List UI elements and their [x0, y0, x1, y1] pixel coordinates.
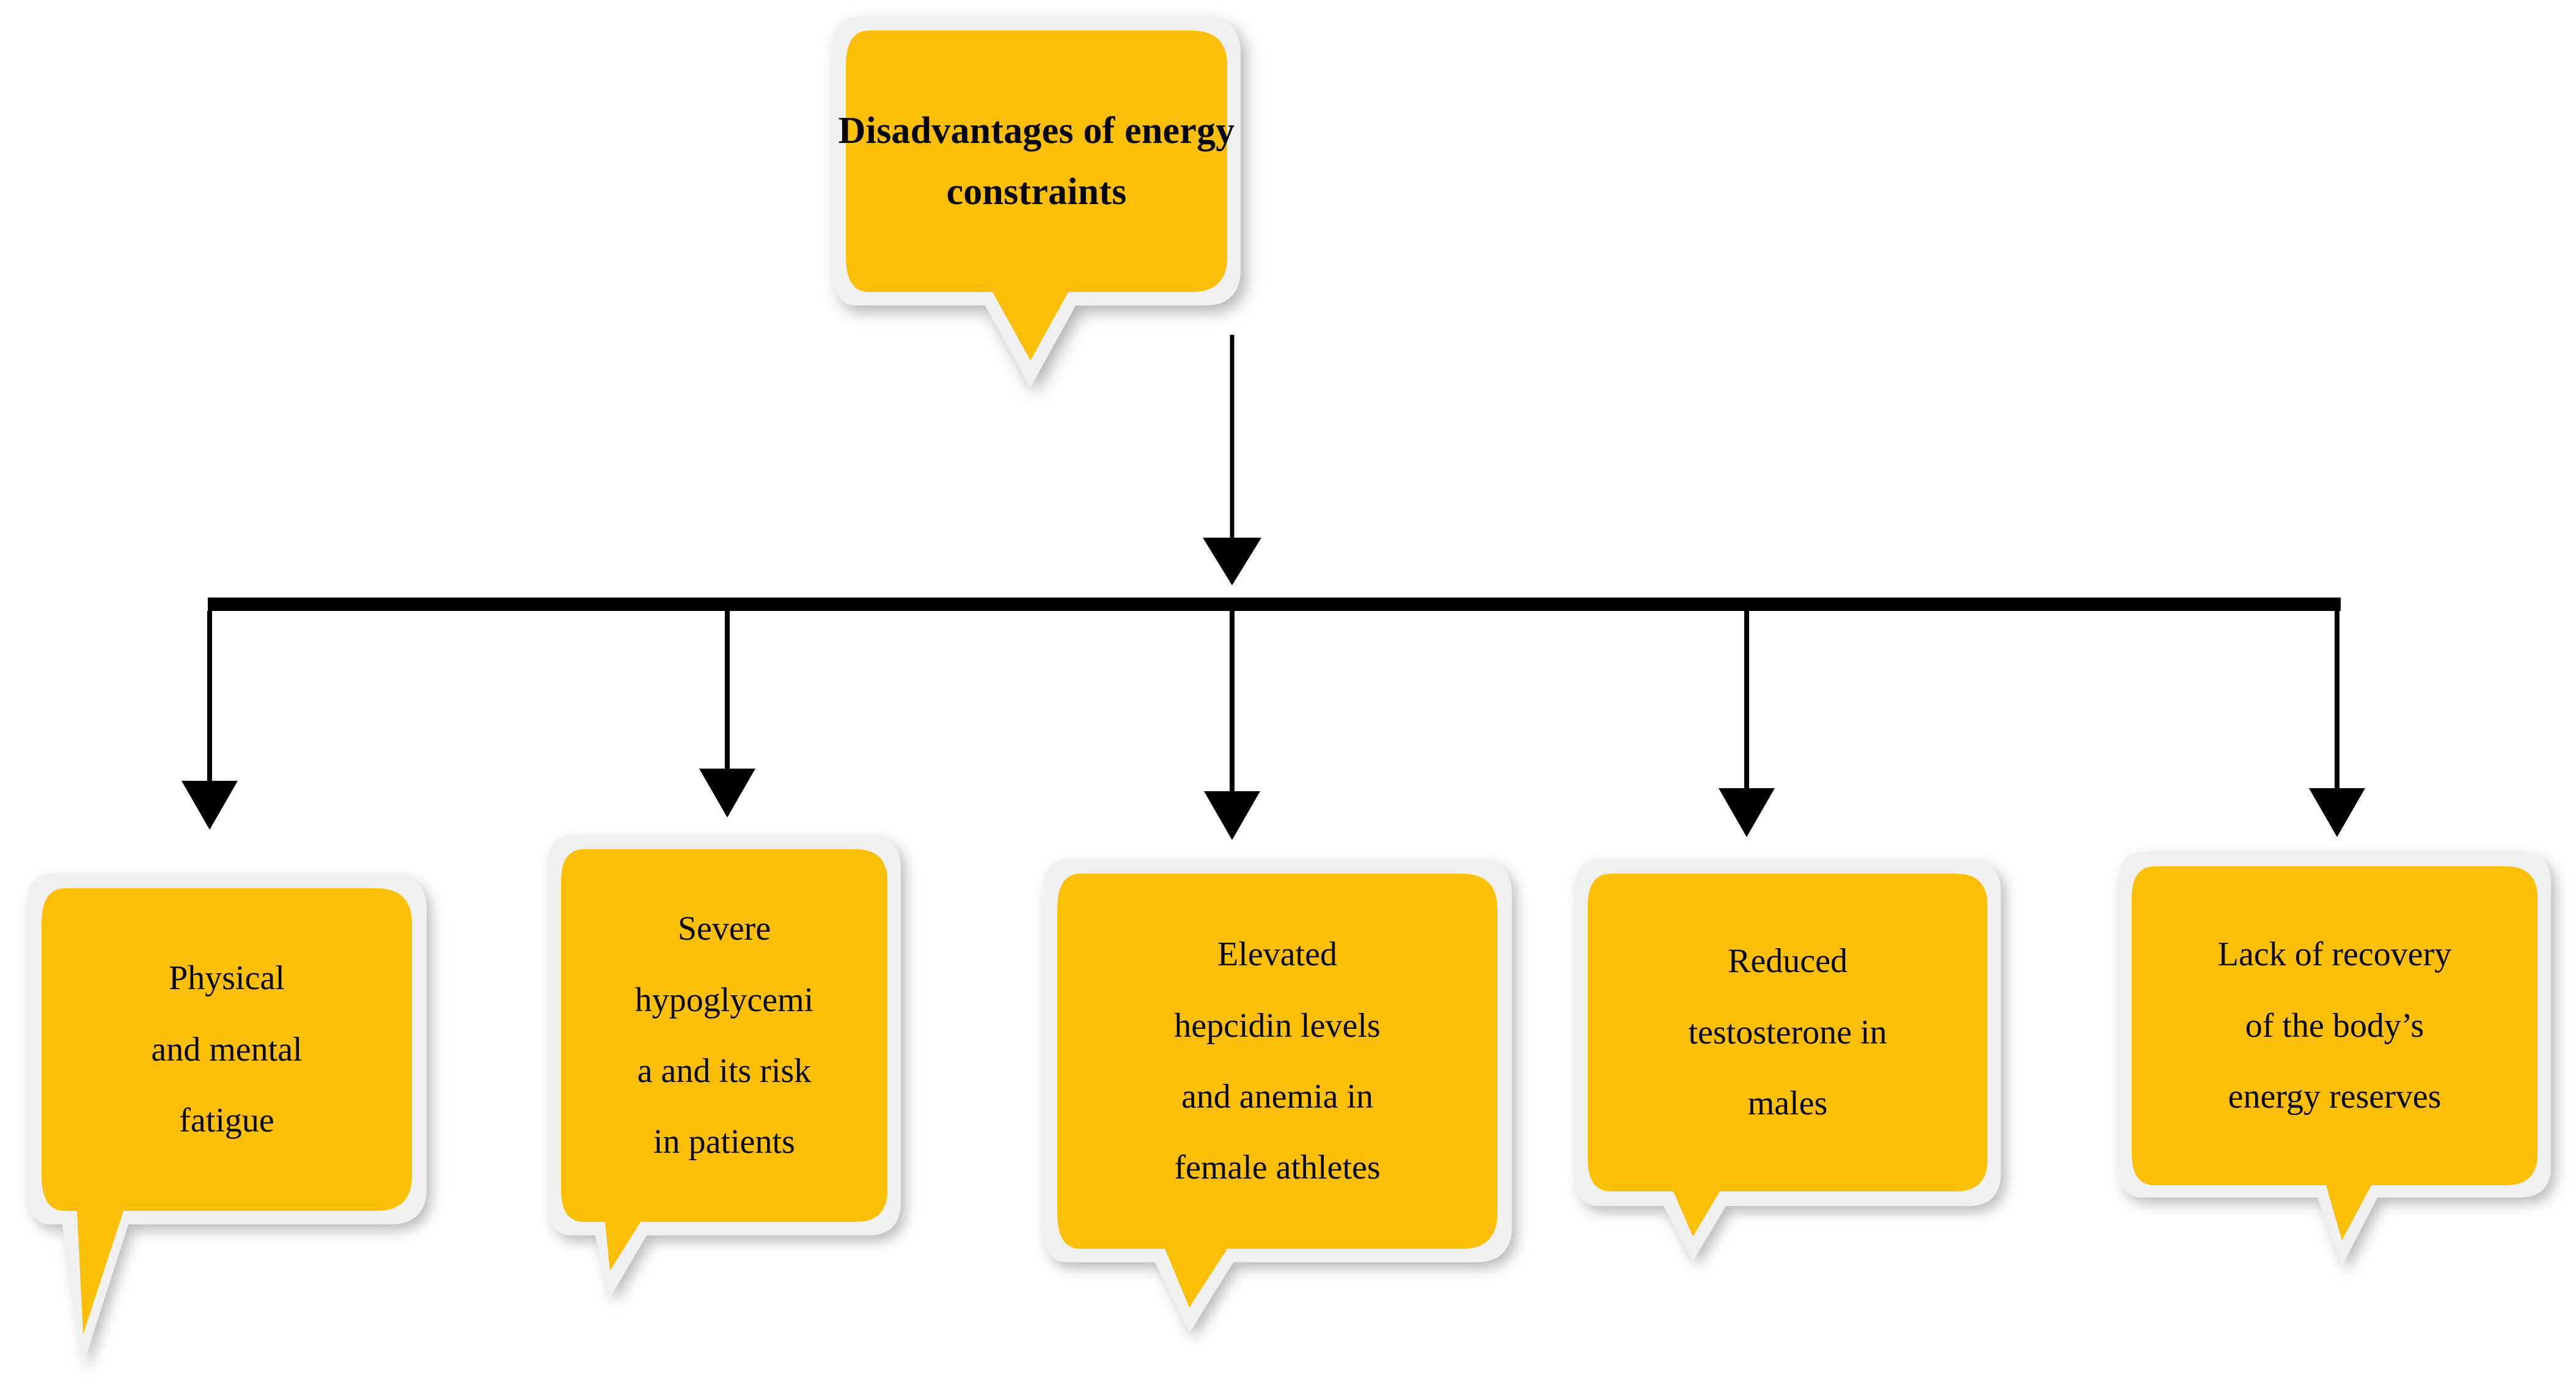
branch-2-line-1: Severe	[677, 910, 771, 948]
root-node[interactable]: Disadvantages of energy constraints	[829, 13, 1244, 387]
branch-node-4-fill	[1588, 874, 1987, 1237]
branch-node-1-label: Physical and mental fatigue	[49, 888, 405, 1211]
branch-5-line-3: energy reserves	[2228, 1078, 2442, 1116]
branch-node-5-fill	[2132, 866, 2537, 1240]
branch-1-line-3: fatigue	[179, 1102, 274, 1140]
distribution-bar	[208, 598, 2341, 611]
branch-connector-2	[699, 611, 755, 817]
branch-node-5-label: Lack of recovery of the body’s energy re…	[2138, 866, 2531, 1185]
root-node-fill	[846, 31, 1227, 360]
branch-connector-5	[2309, 611, 2365, 837]
branch-node-3[interactable]: Elevated hepcidin levels and anemia in f…	[1039, 855, 1516, 1356]
branch-node-5[interactable]: Lack of recovery of the body’s energy re…	[2115, 848, 2555, 1276]
branch-5-line-1: Lack of recovery	[2217, 935, 2452, 974]
branch-node-2[interactable]: Severe hypoglycemi a and its risk in pat…	[544, 831, 911, 1320]
branch-4-line-3: males	[1747, 1084, 1828, 1123]
root-node-label: Disadvantages of energy constraints	[838, 31, 1235, 292]
branch-2-line-3: a and its risk	[637, 1052, 812, 1090]
branch-node-1[interactable]: Physical and mental fatigue	[23, 870, 451, 1393]
branch-3-line-3: and anemia in	[1181, 1078, 1374, 1116]
branch-node-1-fill	[42, 888, 412, 1334]
root-title-line-1: Disadvantages of energy	[838, 109, 1235, 152]
branch-node-3-fill	[1057, 874, 1497, 1307]
branch-2-line-4: in patients	[653, 1123, 795, 1161]
branch-node-4-label: Reduced testosterone in males	[1594, 874, 1981, 1191]
branch-node-2-fill	[561, 849, 887, 1271]
branch-connector-4	[1719, 611, 1775, 837]
branch-1-line-1: Physical	[169, 959, 285, 998]
branch-3-line-2: hepcidin levels	[1174, 1006, 1381, 1045]
branch-3-line-4: female athletes	[1174, 1149, 1381, 1187]
branch-2-line-2: hypoglycemi	[634, 981, 814, 1019]
branch-node-4[interactable]: Reduced testosterone in males	[1571, 855, 2005, 1271]
branch-node-3-label: Elevated hepcidin levels and anemia in f…	[1063, 874, 1491, 1249]
root-title-line-2: constraints	[946, 171, 1127, 213]
branch-4-line-1: Reduced	[1728, 942, 1848, 981]
branch-5-line-2: of the body’s	[2245, 1006, 2424, 1045]
branch-node-2-label: Severe hypoglycemi a and its risk in pat…	[567, 849, 881, 1222]
branch-4-line-2: testosterone in	[1688, 1013, 1887, 1051]
branch-1-line-2: and mental	[151, 1030, 303, 1069]
branch-3-line-1: Elevated	[1217, 935, 1337, 974]
branch-connector-1	[182, 611, 238, 830]
branch-connector-3	[1204, 611, 1260, 840]
